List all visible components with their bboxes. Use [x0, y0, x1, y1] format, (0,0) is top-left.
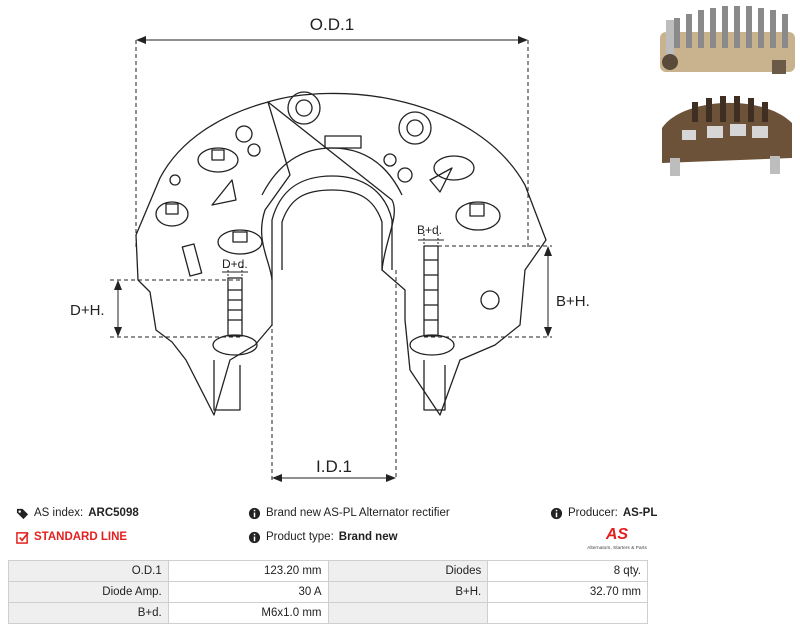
spec-label: Diode Amp.	[8, 581, 169, 603]
product-type-label: Product type:	[266, 531, 334, 543]
info-icon	[248, 507, 261, 519]
spec-label: B+d.	[8, 602, 169, 624]
spec-value: 32.70 mm	[487, 581, 648, 603]
info-icon	[248, 531, 261, 543]
description: Brand new AS-PL Alternator rectifier	[248, 506, 450, 520]
rectifier-technical-drawing: O.D.1 I.D.1 D+H. B+H. D+d. B+d.	[70, 15, 590, 482]
od-label: O.D.1	[310, 15, 354, 34]
as-index-value: ARC5098	[88, 507, 139, 519]
bolt-right	[409, 245, 455, 356]
producer-label: Producer:	[568, 507, 618, 519]
product-type: Product type: Brand new	[248, 530, 398, 544]
standard-line-label: STANDARD LINE	[34, 531, 128, 543]
info-icon	[550, 507, 563, 519]
spec-table: O.D.1 123.20 mm Diodes 8 qty. Diode Amp.…	[8, 560, 648, 624]
as-logo: AS Alternators, Starters & Parts	[587, 526, 647, 551]
tags-icon	[16, 508, 29, 519]
bolt-left	[212, 277, 258, 356]
producer: Producer: AS-PL	[550, 506, 657, 520]
product-photo-bottom	[662, 96, 792, 176]
dd-label: D+d.	[222, 257, 248, 271]
bd-label: B+d.	[417, 223, 442, 237]
dh-label: D+H.	[70, 302, 105, 319]
spec-value: 123.20 mm	[167, 560, 329, 582]
checkbox-checked-icon	[16, 531, 29, 544]
spec-label: Diodes	[327, 560, 489, 582]
spec-value: 8 qty.	[487, 560, 648, 582]
table-row: B+d. M6x1.0 mm	[8, 602, 648, 624]
producer-value: AS-PL	[622, 507, 658, 519]
spec-label: O.D.1	[8, 560, 169, 582]
spec-value	[487, 602, 648, 624]
spec-label	[327, 602, 489, 624]
as-logo-text: AS	[605, 526, 629, 543]
as-logo-subtext: Alternators, Starters & Parts	[587, 545, 647, 551]
terminal-top-right	[398, 111, 432, 145]
spec-label: B+H.	[327, 581, 489, 603]
product-type-value: Brand new	[338, 531, 398, 543]
standard-line: STANDARD LINE	[16, 530, 127, 544]
terminal-top-center	[287, 91, 321, 125]
as-index: AS index: ARC5098	[16, 506, 139, 520]
product-photo-top	[660, 6, 795, 74]
table-row: O.D.1 123.20 mm Diodes 8 qty.	[8, 560, 648, 582]
spec-value: 30 A	[167, 581, 329, 603]
id-label: I.D.1	[316, 457, 352, 476]
rectifier-outline	[135, 101, 291, 416]
description-text: Brand new AS-PL Alternator rectifier	[266, 507, 450, 519]
bh-label: B+H.	[556, 293, 590, 310]
spec-value: M6x1.0 mm	[167, 602, 329, 624]
table-row: Diode Amp. 30 A B+H. 32.70 mm	[8, 581, 648, 603]
as-index-label: AS index:	[34, 507, 84, 519]
